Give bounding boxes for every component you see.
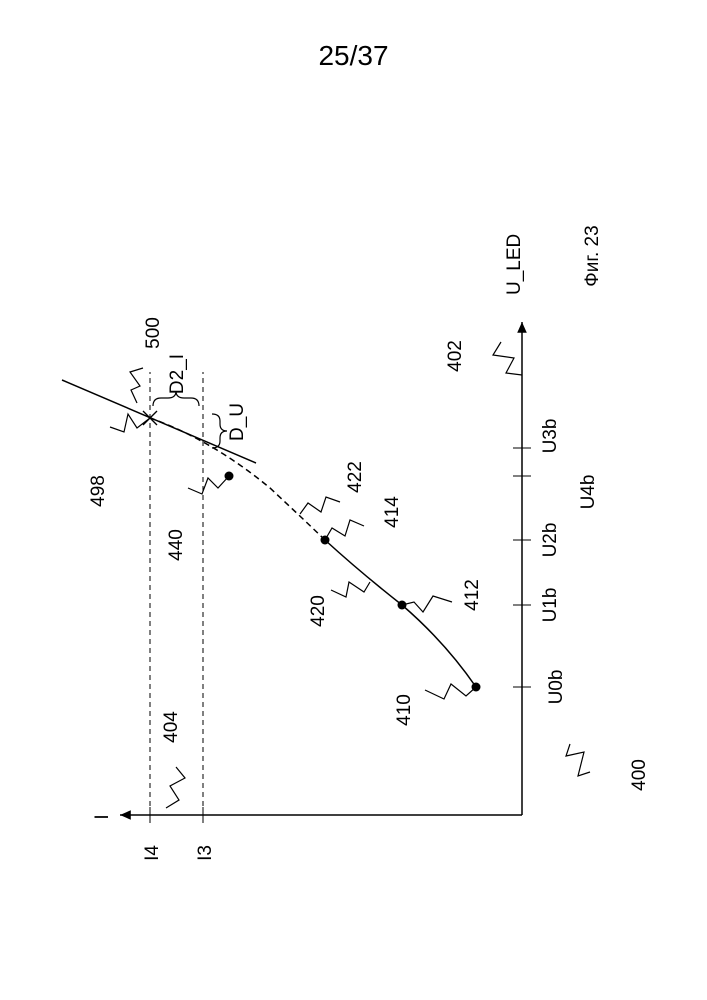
- ref-498: 498: [88, 475, 109, 507]
- tick-label-u2b: U2b: [540, 523, 561, 558]
- ref-410: 410: [394, 694, 415, 726]
- ref-500: 500: [143, 317, 164, 349]
- gap-label-d2-i: D2_I: [167, 354, 188, 394]
- ref-402: 402: [445, 340, 466, 372]
- leader-420: [331, 582, 370, 597]
- ref-420: 420: [308, 595, 329, 627]
- measured-curve: [325, 540, 476, 687]
- leader-412: [402, 596, 452, 612]
- leader-422: [300, 497, 340, 514]
- tick-label-u3b: U3b: [540, 419, 561, 454]
- ref-414: 414: [382, 496, 403, 528]
- leader-400: [566, 744, 590, 776]
- leader-414: [325, 520, 364, 540]
- tick-label-u1b: U1b: [540, 588, 561, 623]
- ref-412: 412: [462, 579, 483, 611]
- leader-402: [493, 342, 522, 375]
- gap-label-d-u: D_U: [227, 403, 248, 441]
- tick-label-u0b: U0b: [546, 670, 567, 705]
- ref-422: 422: [345, 461, 366, 493]
- caption: Фиг. 23: [582, 225, 603, 286]
- tick-label-i3: I3: [195, 845, 216, 861]
- ref-440: 440: [166, 529, 187, 561]
- leader-440: [188, 476, 229, 494]
- voltage-axis-label: U_LED: [504, 234, 525, 295]
- leader-404: [166, 767, 185, 808]
- ref-404: 404: [161, 711, 182, 743]
- leader-500: [130, 368, 143, 403]
- tick-label-i4: I4: [142, 845, 163, 861]
- d-u-brace: [212, 414, 227, 448]
- tick-label-u4b: U4b: [578, 475, 599, 510]
- leader-410: [425, 684, 476, 699]
- current-axis-label: I: [92, 814, 113, 819]
- ref-400: 400: [629, 759, 650, 791]
- leader-498: [110, 414, 150, 432]
